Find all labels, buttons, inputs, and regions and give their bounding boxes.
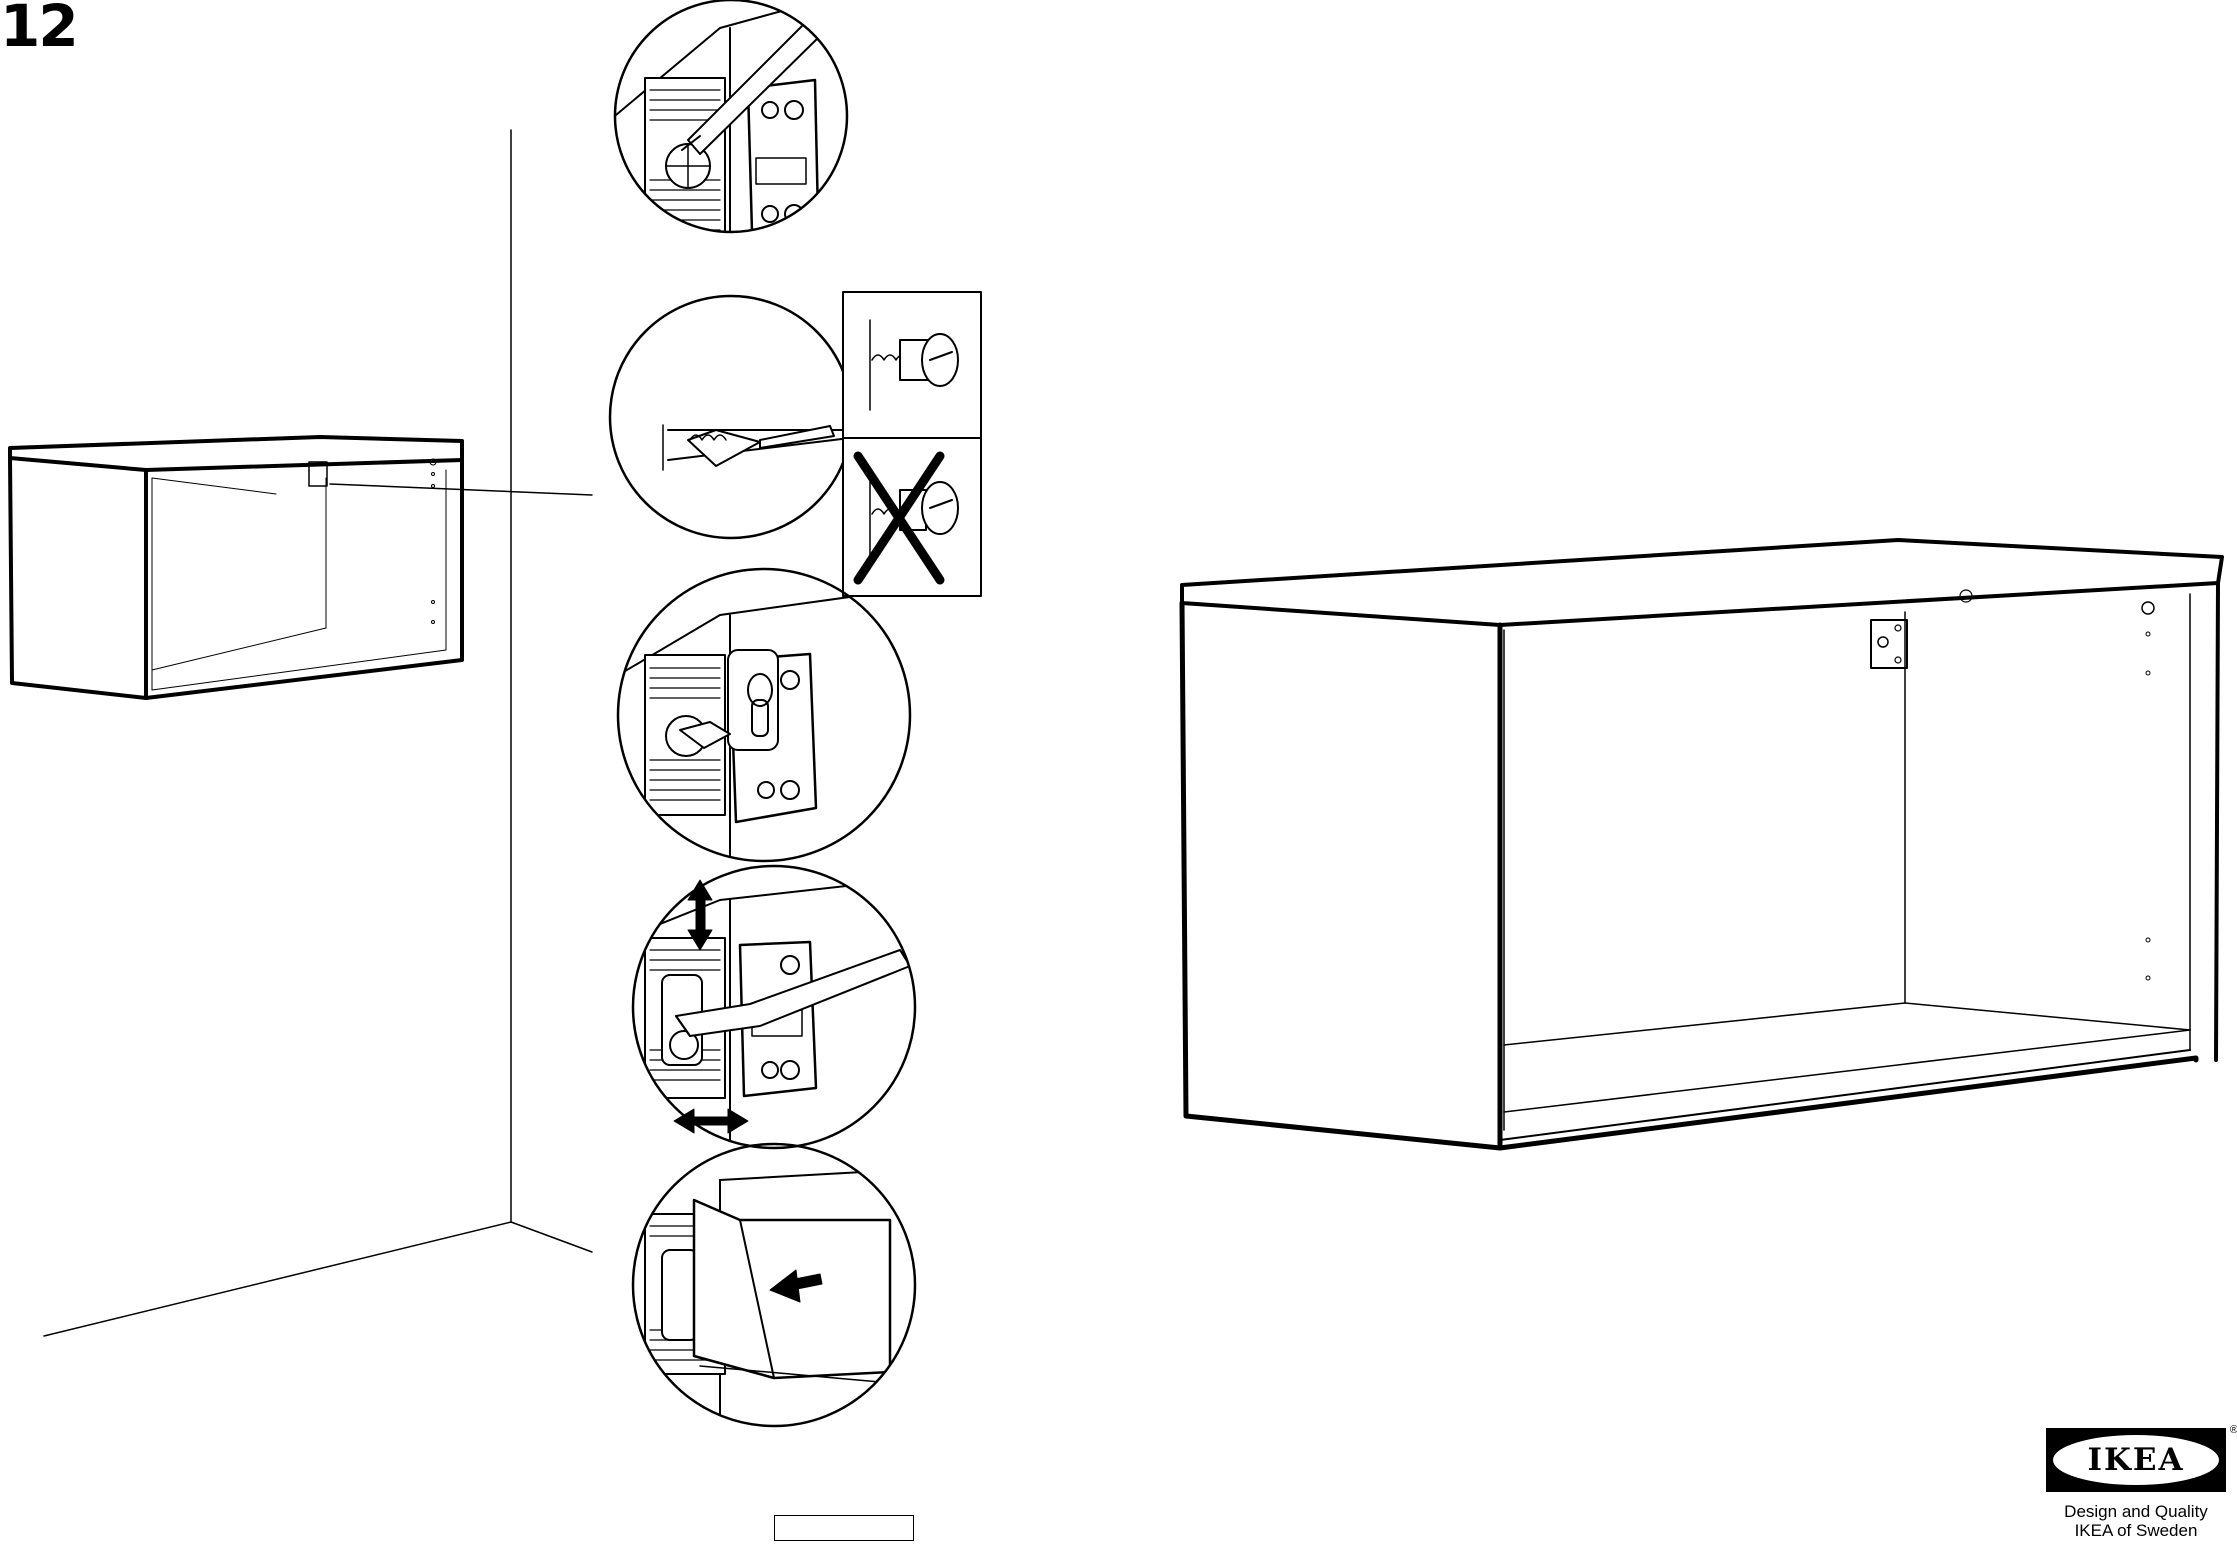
ikea-tagline-line2: IKEA of Sweden <box>2074 1521 2198 1540</box>
detail-circle-1 <box>615 0 847 232</box>
step-number: 12 <box>0 0 79 60</box>
blank-label-box <box>774 1515 914 1541</box>
ikea-logo-text: IKEA <box>2087 1442 2185 1478</box>
correct-screw-depth-icon <box>842 291 982 439</box>
adjust-horizontal-arrow-icon <box>673 1108 749 1134</box>
cover-push-arrow-icon <box>769 1269 823 1303</box>
wrong-screw-depth-x-icon <box>842 437 982 597</box>
large-cabinet-icon <box>1179 538 2224 1151</box>
detail-circle-4 <box>633 879 911 1148</box>
ikea-logo: IKEA ® <box>2046 1424 2237 1492</box>
ikea-brand-block: IKEA ® Design and Quality IKEA of Sweden <box>2046 1424 2237 1540</box>
small-cabinet-icon <box>8 435 464 700</box>
detail-circle-2 <box>662 424 851 471</box>
detail-circle-3 <box>618 589 901 861</box>
registered-mark: ® <box>2229 1424 2237 1436</box>
wall-lines <box>43 129 593 1337</box>
detail-circle-5 <box>644 1169 901 1426</box>
ikea-tagline-line1: Design and Quality <box>2064 1502 2208 1521</box>
adjust-vertical-arrow-icon <box>687 879 713 951</box>
ikea-logo-oval <box>2053 1435 2219 1485</box>
